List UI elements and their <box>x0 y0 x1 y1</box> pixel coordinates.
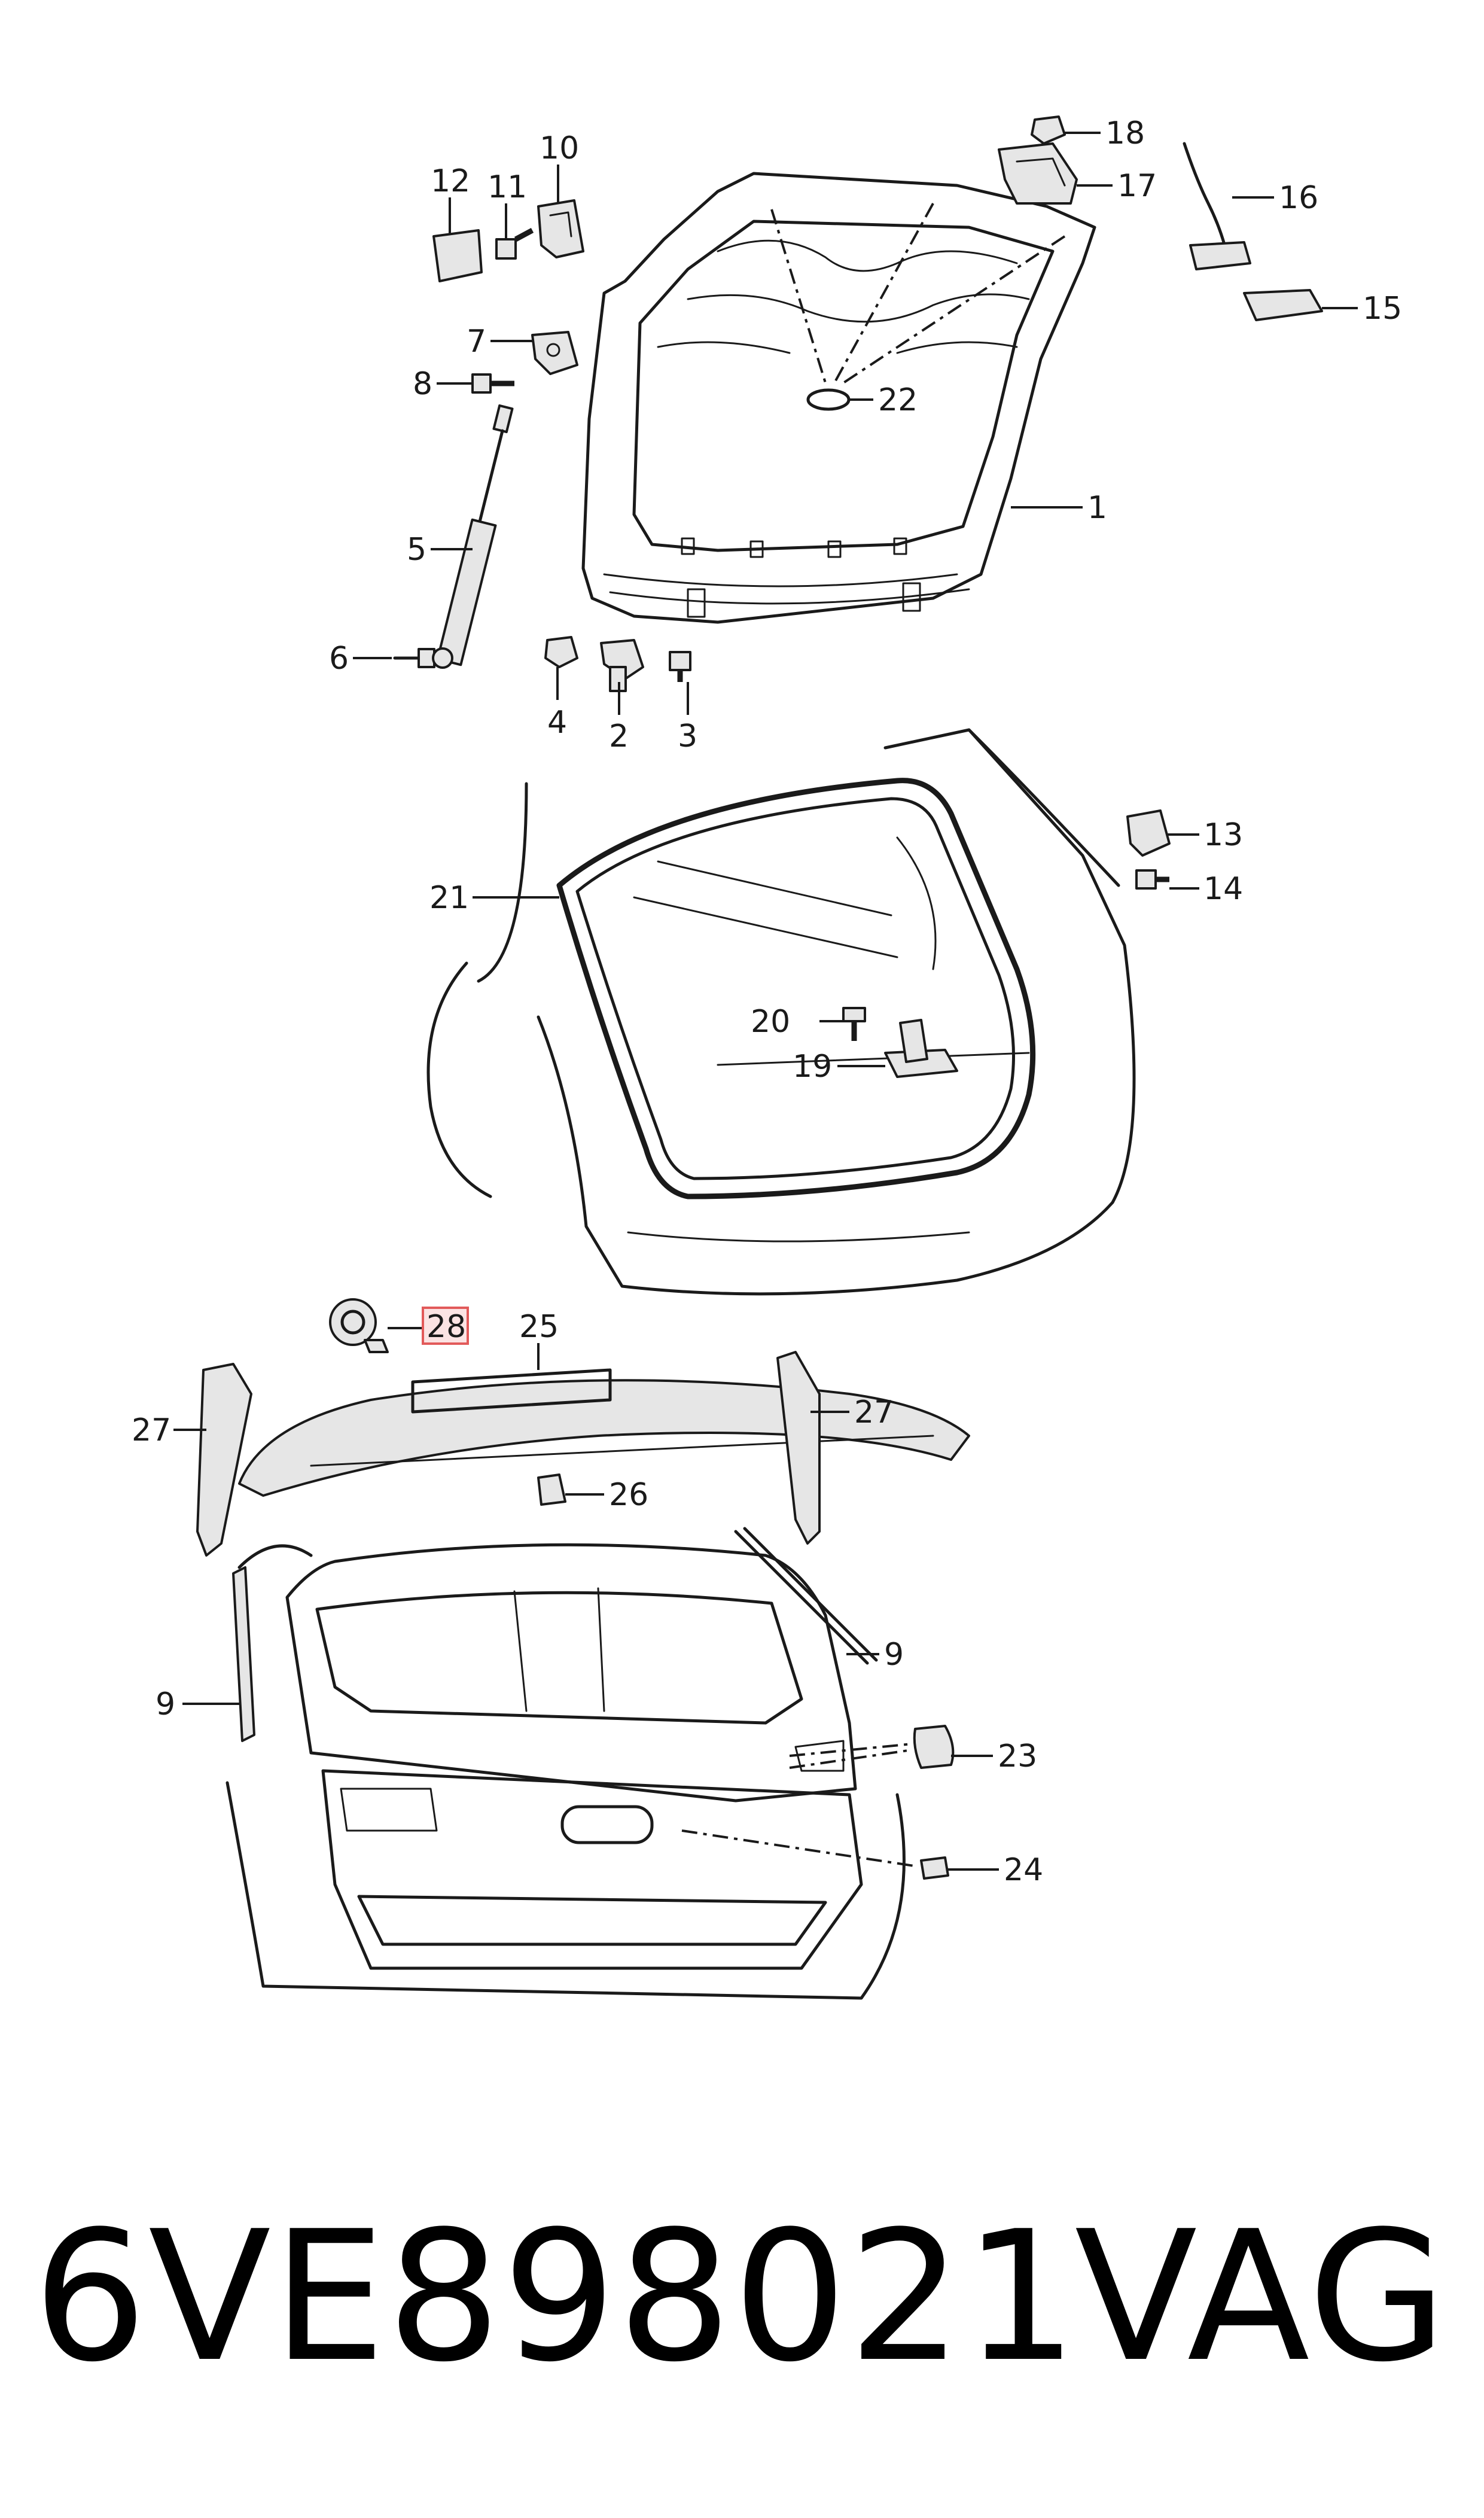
callout-28: 28 <box>426 1309 466 1345</box>
callout-7: 7 <box>467 324 486 360</box>
seal-strip-9-right <box>734 1527 878 1665</box>
clip-26 <box>537 1473 566 1506</box>
nut-4 <box>544 636 578 668</box>
callout-9-right: 9 <box>884 1637 904 1673</box>
callout-5: 5 <box>407 532 426 568</box>
callout-4: 4 <box>547 705 567 741</box>
callout-22: 22 <box>878 382 918 418</box>
hinge-2 <box>600 639 644 692</box>
callout-24: 24 <box>1004 1852 1043 1888</box>
brand-name: VAG <box>1074 2193 1448 2401</box>
body-opening <box>426 728 1136 1296</box>
callout-8: 8 <box>413 366 432 402</box>
callout-1: 1 <box>1087 490 1107 526</box>
callout-18: 18 <box>1105 115 1145 151</box>
callout-26: 26 <box>609 1477 648 1513</box>
callout-9-left: 9 <box>156 1686 175 1722</box>
callout-21: 21 <box>429 880 469 916</box>
trim-27-right <box>776 1351 821 1545</box>
callout-14: 14 <box>1203 871 1243 907</box>
adhesive-tape-roll <box>329 1298 389 1353</box>
parts-diagram: 1 2 3 4 5 6 7 8 9 9 10 11 12 13 14 15 16… <box>132 115 1402 2000</box>
callout-10: 10 <box>540 130 579 166</box>
callout-11: 11 <box>487 169 527 205</box>
nut-18 <box>1031 115 1066 145</box>
callout-23: 23 <box>998 1738 1037 1774</box>
bolt-14 <box>1135 869 1169 890</box>
callout-13: 13 <box>1203 817 1243 853</box>
tailgate-assembled <box>226 1543 906 2000</box>
callout-2: 2 <box>609 718 629 754</box>
cover-12 <box>432 229 483 282</box>
callout-16: 16 <box>1279 180 1318 216</box>
gas-strut <box>436 404 514 666</box>
cable-16 <box>1183 142 1251 270</box>
bumper-13 <box>1126 809 1171 857</box>
callout-12: 12 <box>431 163 470 199</box>
cap-23 <box>913 1725 955 1769</box>
bolt-3 <box>669 651 691 682</box>
callout-25: 25 <box>519 1309 559 1345</box>
bracket-7 <box>531 331 578 375</box>
bolt-11 <box>495 228 534 260</box>
callout-27-right: 27 <box>854 1395 894 1430</box>
callout-17: 17 <box>1117 168 1157 204</box>
callout-19: 19 <box>793 1049 832 1085</box>
bracket-10 <box>537 199 584 258</box>
spoiler-25 <box>238 1368 970 1497</box>
callout-27-left: 27 <box>132 1412 171 1448</box>
lock-housing-17 <box>998 142 1078 205</box>
seal-strip-9-left <box>232 1566 255 1742</box>
door-seal-21 <box>556 778 1036 1199</box>
callout-6: 6 <box>329 641 349 677</box>
tailgate-panel <box>581 172 1096 624</box>
part-number: 6VE898021 <box>33 2193 1079 2401</box>
callout-20: 20 <box>751 1004 790 1040</box>
handle-switch-15 <box>1243 289 1323 321</box>
callout-labels: 1 2 3 4 5 6 7 8 9 9 10 11 12 13 14 15 16… <box>132 115 1402 1888</box>
callout-15: 15 <box>1363 291 1402 327</box>
callout-3: 3 <box>678 718 697 754</box>
trim-27-left <box>196 1363 252 1557</box>
bolt-8 <box>471 373 514 394</box>
grommet-24 <box>920 1856 949 1880</box>
bolt-20 <box>842 1007 866 1041</box>
ball-stud <box>393 647 453 669</box>
callout-28-highlight <box>422 1307 469 1345</box>
striker-19 <box>884 1019 958 1078</box>
leader-lines <box>173 132 1358 1871</box>
